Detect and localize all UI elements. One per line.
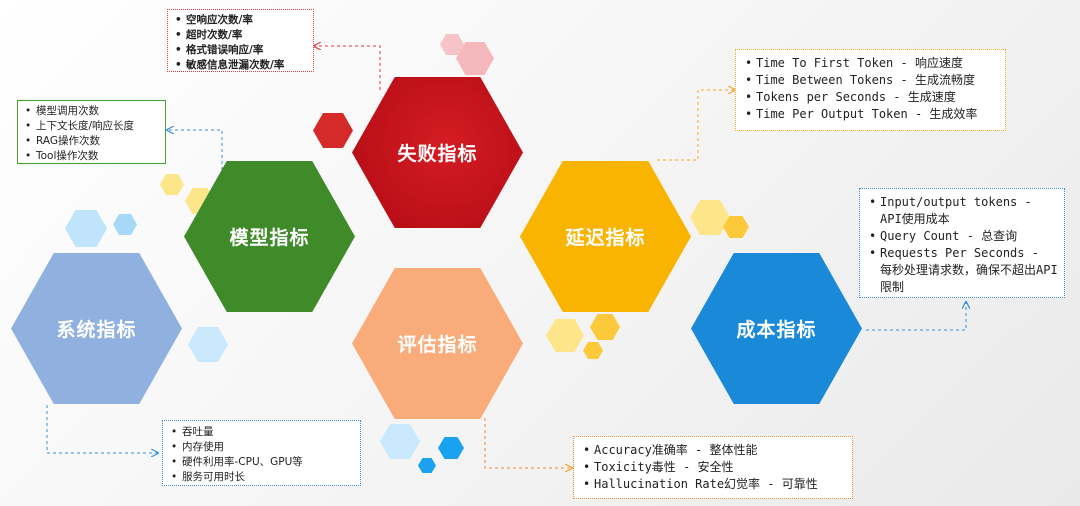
list-item: Time Per Output Token - 生成效率 [742, 106, 999, 123]
model-connector [167, 130, 223, 170]
cost-connector [866, 302, 966, 331]
list-item: Requests Per Seconds - 每秒处理请求数，确保不超出API限… [866, 245, 1058, 296]
list-item: 硬件利用率-CPU、GPU等 [168, 455, 355, 470]
list-item: Query Count - 总查询 [866, 228, 1058, 245]
latency-connector [657, 90, 735, 161]
failure-connector [314, 46, 381, 90]
model-metrics-label: 模型指标 [229, 227, 310, 249]
system-info-box: 吞吐量 内存使用 硬件利用率-CPU、GPU等 服务可用时长 [162, 420, 361, 486]
model-info-box: 模型调用次数 上下文长度/响应长度 RAG操作次数 Tool操作次数 [17, 100, 166, 164]
list-item: 格式错误响应/率 [172, 43, 309, 58]
list-item: Toxicity毒性 - 安全性 [580, 459, 846, 476]
eval-info-box: Accuracy准确率 - 整体性能 Toxicity毒性 - 安全性 Hall… [573, 436, 853, 499]
list-item: Hallucination Rate幻觉率 - 可靠性 [580, 476, 846, 493]
list-item: Time Between Tokens - 生成流畅度 [742, 72, 999, 89]
list-item: 敏感信息泄漏次数/率 [172, 58, 309, 73]
cost-info-box: Input/output tokens - API使用成本 Query Coun… [859, 188, 1065, 298]
deco-hex-blue-2 [113, 214, 137, 235]
list-item: 空响应次数/率 [172, 13, 309, 28]
deco-hex-pink-1 [440, 34, 464, 55]
eval-connector [484, 418, 572, 468]
failure-metrics-label: 失败指标 [397, 143, 478, 165]
list-item: 模型调用次数 [22, 104, 161, 119]
deco-hex-pink-2 [456, 42, 494, 75]
deco-hex-yellow-7 [583, 342, 603, 359]
list-item: 内存使用 [168, 440, 355, 455]
deco-hex-blue-5 [438, 437, 464, 459]
list-item: Tokens per Seconds - 生成速度 [742, 89, 999, 106]
latency-metrics-label: 延迟指标 [565, 227, 646, 249]
list-item: Input/output tokens - API使用成本 [866, 194, 1058, 228]
deco-hex-yellow-3 [690, 200, 730, 235]
deco-hex-yellow-1 [160, 174, 184, 195]
list-item: Tool操作次数 [22, 149, 161, 164]
list-item: Accuracy准确率 - 整体性能 [580, 442, 846, 459]
system-connector [46, 405, 158, 453]
list-item: 上下文长度/响应长度 [22, 119, 161, 134]
eval-metrics-label: 评估指标 [397, 334, 478, 356]
deco-hex-yellow-6 [590, 314, 620, 340]
list-item: 服务可用时长 [168, 470, 355, 485]
list-item: 超时次数/率 [172, 28, 309, 43]
cost-metrics-label: 成本指标 [736, 319, 817, 341]
system-metrics-label: 系统指标 [56, 319, 137, 341]
deco-hex-yellow-4 [723, 216, 749, 238]
deco-hex-blue-6 [418, 458, 436, 473]
failure-info-box: 空响应次数/率 超时次数/率 格式错误响应/率 敏感信息泄漏次数/率 [167, 9, 314, 73]
list-item: Time To First Token - 响应速度 [742, 55, 999, 72]
list-item: RAG操作次数 [22, 134, 161, 149]
deco-hex-blue-1 [65, 210, 107, 247]
list-item: 吞吐量 [168, 425, 355, 440]
deco-hex-blue-3 [188, 327, 228, 362]
latency-info-box: Time To First Token - 响应速度 Time Between … [735, 49, 1006, 131]
